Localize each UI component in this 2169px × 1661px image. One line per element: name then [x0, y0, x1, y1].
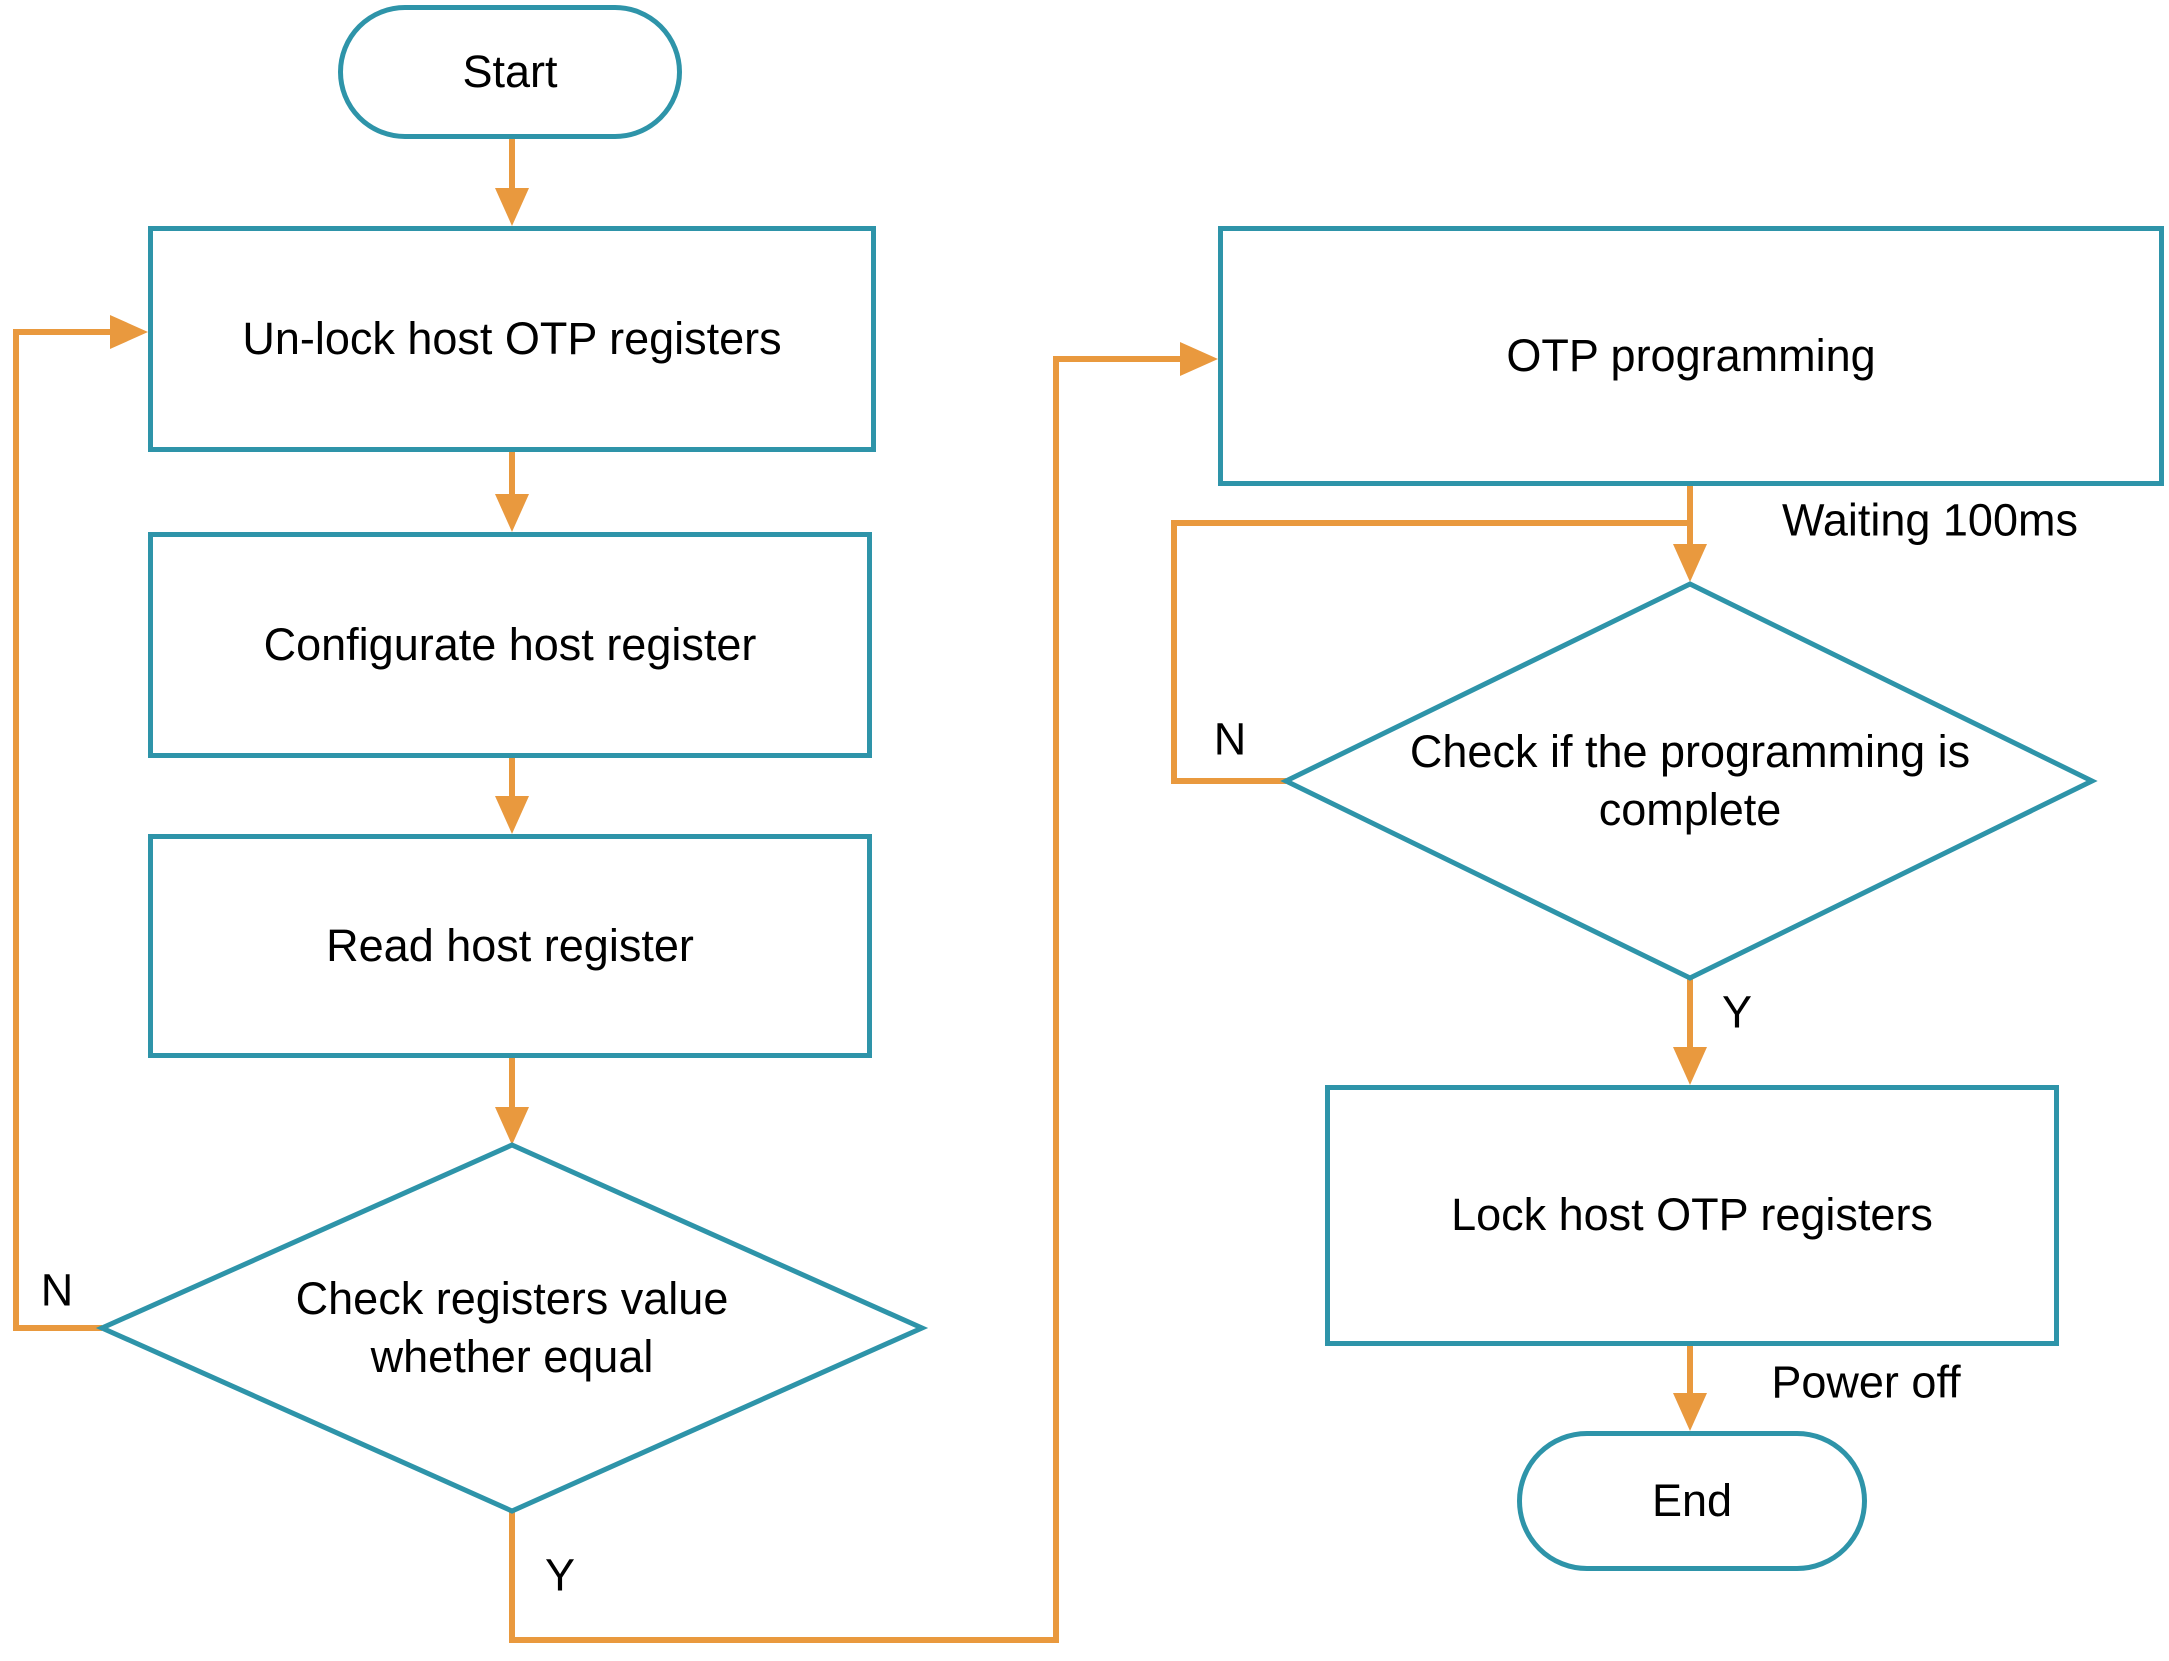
edge-check-complete-y-to-lock — [1673, 978, 1707, 1085]
edge-start-to-unlock — [495, 139, 529, 226]
arrowhead-down-icon — [495, 1107, 529, 1145]
lock-label: Lock host OTP registers — [1451, 1189, 1933, 1241]
otp-programming-node: OTP programming — [1218, 226, 2164, 486]
arrowhead-down-icon — [1673, 1393, 1707, 1431]
edge-check-equal-n-loop — [13, 315, 148, 1331]
arrowhead-down-icon — [495, 494, 529, 532]
edge-check-complete-n-loop — [1171, 520, 1690, 784]
start-label: Start — [462, 45, 558, 97]
arrowhead-right-icon — [110, 315, 148, 349]
end-label: End — [1651, 1474, 1733, 1526]
arrowhead-down-icon — [495, 188, 529, 226]
edge-configurate-to-read — [495, 758, 529, 834]
arrowhead-right-icon — [1180, 342, 1218, 376]
read-label: Read host register — [326, 919, 694, 971]
read-host-register-node: Read host register — [148, 834, 872, 1058]
otp-programming-label: OTP programming — [1506, 329, 1876, 381]
check-equal-y-label: Y — [544, 1549, 576, 1601]
end-node: End — [1517, 1431, 1867, 1571]
arrowhead-down-icon — [1673, 1047, 1707, 1085]
edge-check-equal-y-to-otp — [509, 342, 1218, 1643]
check-programming-complete-diamond — [1280, 581, 2098, 981]
arrowhead-down-icon — [495, 796, 529, 834]
edge-read-to-check-equal — [495, 1058, 529, 1145]
configurate-label: Configurate host register — [263, 618, 757, 670]
waiting-100ms-label: Waiting 100ms — [1782, 494, 2078, 546]
edge-lock-to-end — [1673, 1346, 1707, 1431]
start-node: Start — [338, 5, 682, 139]
check-equal-n-label: N — [40, 1264, 74, 1316]
power-off-label: Power off — [1771, 1356, 1961, 1408]
check-programming-complete-label: Check if the programming is complete — [1409, 725, 1971, 836]
lock-host-otp-registers-node: Lock host OTP registers — [1325, 1085, 2059, 1346]
check-registers-value-diamond — [95, 1142, 929, 1514]
unlock-label: Un-lock host OTP registers — [242, 312, 782, 364]
check-complete-n-label: N — [1213, 713, 1247, 765]
edge-unlock-to-configurate — [495, 452, 529, 532]
arrowhead-down-icon — [1673, 544, 1707, 582]
check-complete-y-label: Y — [1721, 986, 1753, 1038]
unlock-host-otp-registers-node: Un-lock host OTP registers — [148, 226, 876, 452]
edge-otp-to-check-complete — [1673, 486, 1707, 582]
configurate-host-register-node: Configurate host register — [148, 532, 872, 758]
check-registers-value-label: Check registers value whether equal — [295, 1272, 729, 1383]
